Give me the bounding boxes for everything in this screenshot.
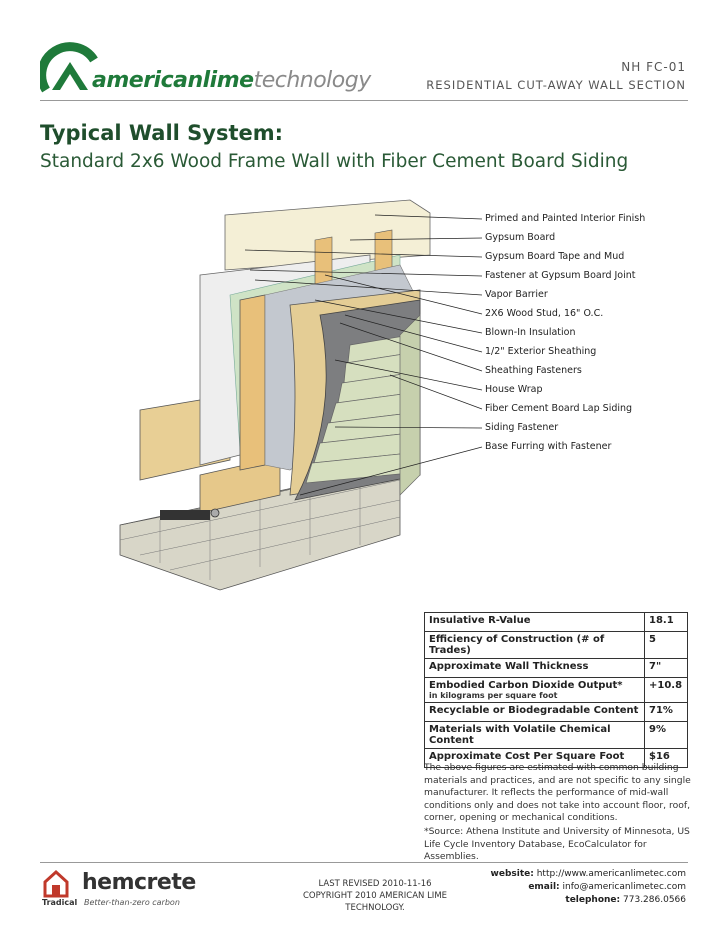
row-label: Embodied Carbon Dioxide Output*: [429, 680, 623, 691]
website-link[interactable]: http://www.americanlimetec.com: [536, 869, 686, 879]
logo-mountain-icon: [40, 42, 98, 93]
row-label: Approximate Wall Thickness: [424, 658, 645, 678]
row-sublabel: in kilograms per square foot: [429, 691, 558, 700]
hemcrete-tagline: Better-than-zero carbon: [84, 898, 180, 907]
disclaimer-note: The above figures are estimated with com…: [424, 762, 691, 823]
label-interior-finish: Primed and Painted Interior Finish: [485, 213, 646, 224]
label-base-furring: Base Furring with Fastener: [485, 441, 612, 452]
row-value: 7": [644, 658, 688, 678]
row-label: Efficiency of Construction (# of Trades): [424, 631, 645, 659]
label-sheathing-fasteners: Sheathing Fasteners: [485, 365, 582, 376]
table-row: Materials with Volatile Chemical Content…: [424, 721, 688, 749]
leader-lines: [244, 214, 483, 496]
label-vapor-barrier: Vapor Barrier: [485, 289, 548, 300]
table-row: Embodied Carbon Dioxide Output*in kilogr…: [424, 677, 688, 703]
copyright: COPYRIGHT 2010 AMERICAN LIME TECHNOLOGY.: [302, 891, 448, 913]
brand-part-lime: lime: [202, 68, 254, 93]
row-label-group: Embodied Carbon Dioxide Output*in kilogr…: [424, 677, 645, 703]
tradical-label: Tradical: [42, 898, 78, 907]
label-blown-insulation: Blown-In Insulation: [485, 327, 576, 338]
row-label: Materials with Volatile Chemical Content: [424, 721, 645, 749]
wall-section-illustration: [119, 199, 483, 591]
source-note: *Source: Athena Institute and University…: [424, 826, 690, 862]
wood-stud: [239, 294, 266, 471]
website-label: website:: [490, 869, 534, 879]
revised-date: LAST REVISED 2010-11-16: [318, 879, 432, 889]
brand-part-american: american: [92, 68, 203, 93]
lap-siding: [305, 314, 421, 496]
email-label: email:: [528, 882, 560, 892]
brand-wordmark: americanlimetechnology: [92, 68, 371, 93]
document-code: NH FC-01: [621, 60, 686, 74]
phone-label: telephone:: [565, 895, 621, 905]
label-exterior-sheathing: 1/2" Exterior Sheathing: [485, 346, 597, 357]
label-siding-fastener: Siding Fastener: [485, 422, 559, 433]
page-subtitle: Standard 2x6 Wood Frame Wall with Fiber …: [40, 151, 629, 172]
hemcrete-logo: hemcrete Tradical Better-than-zero carbo…: [42, 868, 232, 908]
label-gypsum-board: Gypsum Board: [485, 232, 556, 243]
brand-part-technology: technology: [253, 68, 372, 93]
document-subtitle: RESIDENTIAL CUT-AWAY WALL SECTION: [426, 78, 686, 92]
row-label: Recyclable or Biodegradable Content: [424, 702, 645, 722]
row-value: 9%: [644, 721, 688, 749]
header-divider: [40, 100, 688, 101]
hemcrete-brand: hemcrete: [82, 870, 196, 895]
label-house-wrap: House Wrap: [485, 384, 543, 395]
contact-info: website: http://www.americanlimetec.com …: [491, 868, 686, 907]
row-value: 71%: [644, 702, 688, 722]
row-value: 5: [644, 631, 688, 659]
revision-info: LAST REVISED 2010-11-16 COPYRIGHT 2010 A…: [290, 878, 460, 914]
label-lap-siding: Fiber Cement Board Lap Siding: [485, 403, 633, 414]
row-label: Insulative R-Value: [424, 612, 645, 632]
label-wood-stud: 2X6 Wood Stud, 16" O.C.: [485, 308, 604, 319]
row-value: 18.1: [644, 612, 688, 632]
label-fastener-joint: Fastener at Gypsum Board Joint: [485, 270, 636, 281]
email-link[interactable]: info@americanlimetec.com: [562, 882, 686, 892]
row-value: +10.8: [644, 677, 688, 703]
row-value: $16: [644, 748, 688, 768]
table-row: Efficiency of Construction (# of Trades)…: [424, 631, 688, 659]
house-icon: [43, 869, 69, 898]
table-row: Approximate Cost Per Square Foot$16: [424, 748, 688, 768]
footer-divider: [40, 862, 688, 863]
label-gypsum-tape: Gypsum Board Tape and Mud: [485, 251, 625, 262]
page-title: Typical Wall System:: [40, 121, 284, 145]
company-logo: americanlimetechnology: [40, 40, 371, 100]
phone-number: 773.286.0566: [623, 895, 686, 905]
